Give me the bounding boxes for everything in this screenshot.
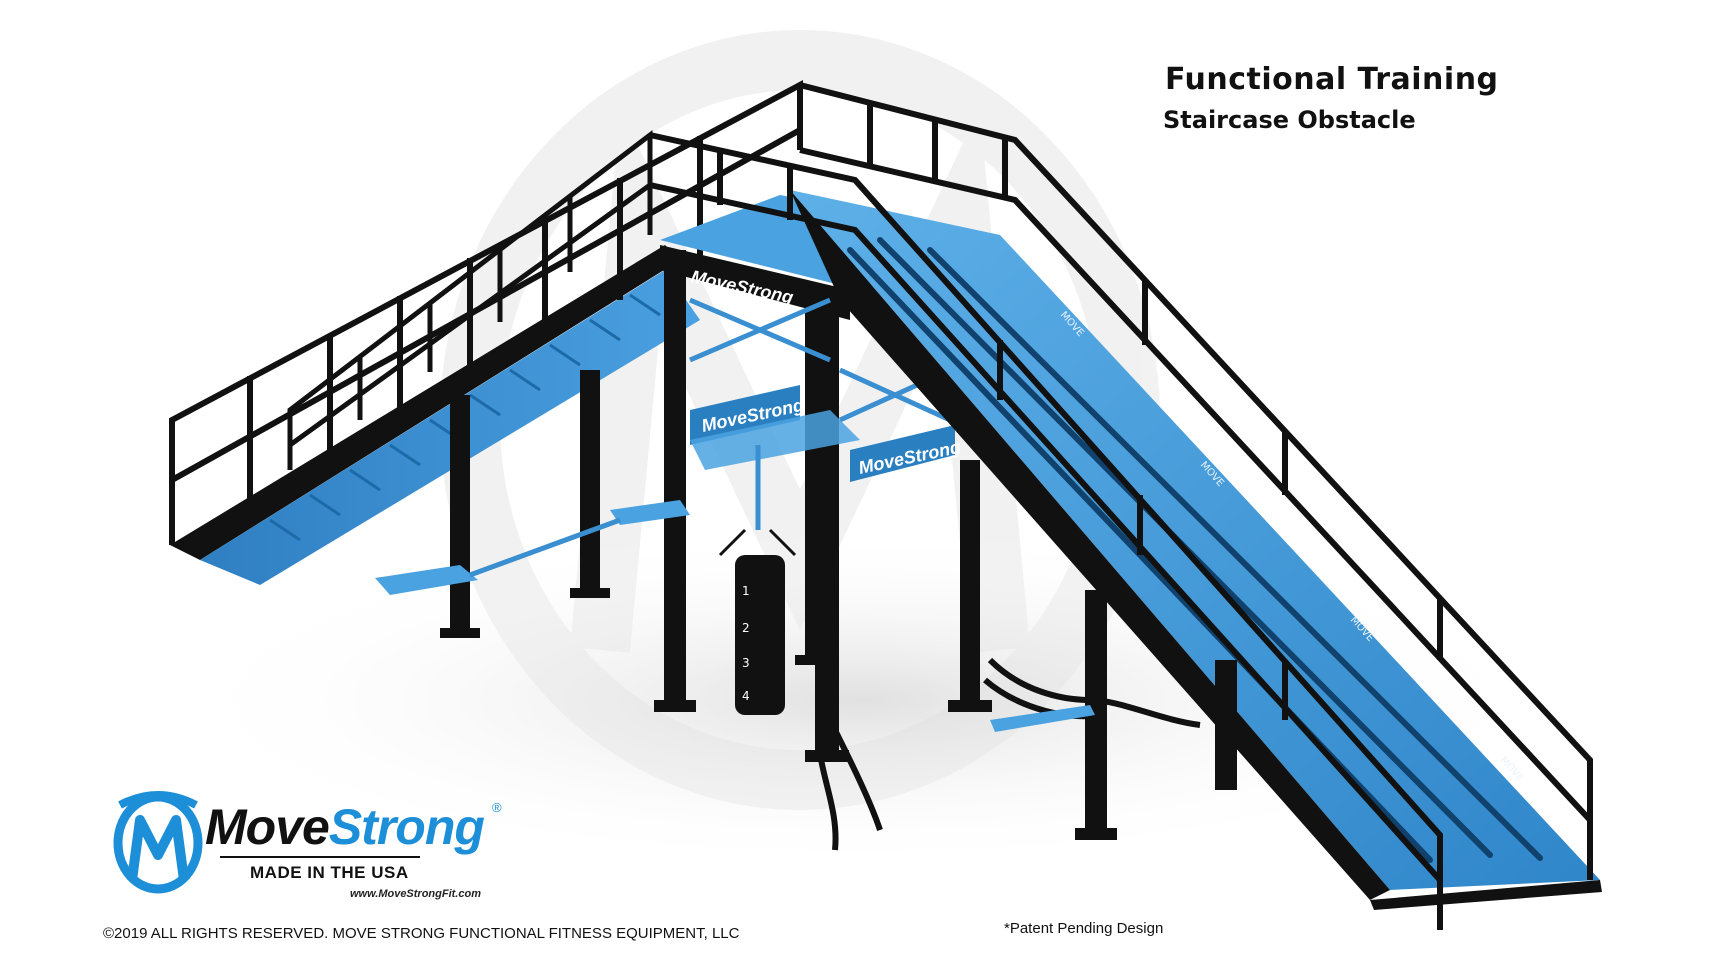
ramp-side-bar (990, 705, 1095, 732)
brand-name-part1: Move (205, 799, 330, 855)
page-title: Functional Training (1165, 62, 1499, 97)
battle-rope (814, 657, 1201, 851)
registered-mark: ® (492, 800, 502, 815)
svg-text:2: 2 (742, 621, 750, 635)
svg-text:4: 4 (742, 689, 750, 703)
mid-shelf (690, 410, 860, 470)
right-handrail-outer (799, 82, 1593, 880)
brand-name-part2: Strong (328, 799, 485, 855)
heavy-bag: 1 2 3 4 (718, 445, 797, 715)
right-handrail-inner (649, 132, 1443, 930)
website-link[interactable]: www.MoveStrongFit.com (350, 888, 481, 900)
svg-text:1: 1 (742, 584, 750, 598)
movestrong-logo-mark (113, 791, 203, 894)
step-pads (375, 500, 690, 595)
made-in-usa: MADE IN THE USA (250, 863, 409, 882)
copyright-notice: ©2019 ALL RIGHTS RESERVED. MOVE STRONG F… (103, 925, 740, 942)
brand-name: MoveStrong (205, 798, 485, 856)
ramp-legs (1075, 590, 1237, 840)
svg-text:3: 3 (742, 656, 750, 670)
page-subtitle: Staircase Obstacle (1163, 106, 1416, 134)
patent-notice: *Patent Pending Design (1004, 920, 1164, 937)
brand-logo: MoveStrong ® MADE IN THE USA www.MoveStr… (110, 790, 530, 910)
brand-divider (220, 856, 420, 858)
